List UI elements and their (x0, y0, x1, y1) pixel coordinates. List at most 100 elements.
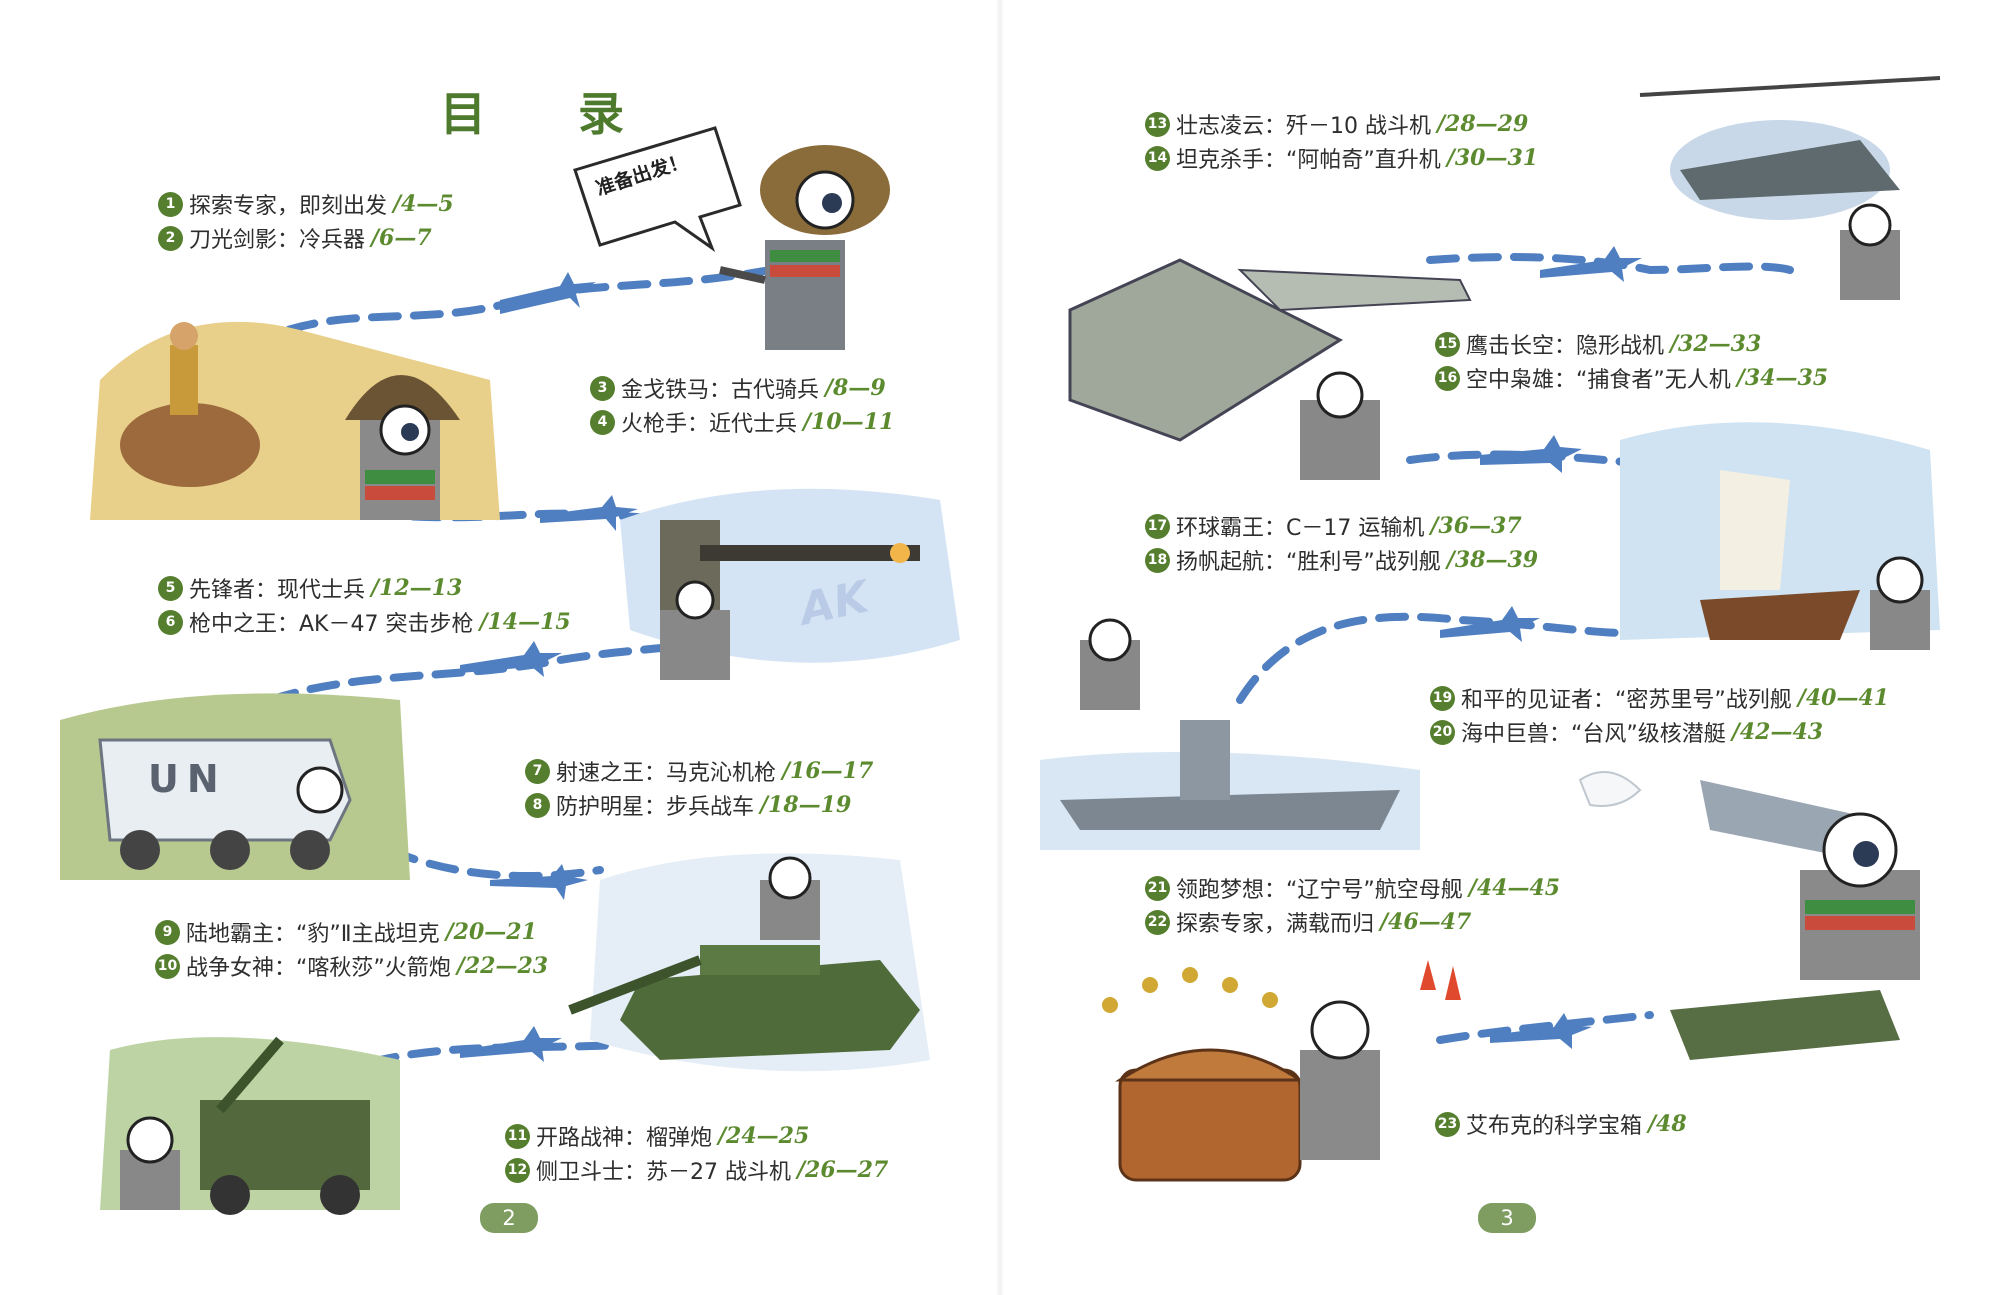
toc-entry-12[interactable]: 12 侧卫斗士：苏－27 战斗机 /26—27 (505, 1154, 888, 1186)
toc-entry-1[interactable]: 1 探索专家，即刻出发 /4—5 (158, 188, 454, 220)
entry-title: 和平的见证者：“密苏里号”战列舰 (1461, 688, 1792, 713)
entry-number-badge: 18 (1145, 547, 1170, 573)
toc-entry-16[interactable]: 16 空中枭雄：“捕食者”无人机 /34—35 (1435, 362, 1828, 394)
entry-number-badge: 9 (155, 919, 180, 945)
plane-icon-2 (540, 495, 638, 531)
entry-pages: /28—29 (1437, 111, 1529, 137)
entry-pages: /42—43 (1731, 719, 1824, 745)
ak47-scene (620, 488, 960, 680)
toc-entry-22[interactable]: 22 探索专家，满载而归 /46—47 (1145, 906, 1471, 938)
entry-pages: /16—17 (782, 758, 874, 784)
toc-entry-4[interactable]: 4 火枪手：近代士兵 /10—11 (590, 406, 894, 438)
plane-icon-7 (1480, 435, 1582, 473)
carrier-robot-scene (1670, 780, 1920, 1060)
entry-pages: /4—5 (393, 191, 454, 217)
path-dash-8 (1236, 612, 1684, 704)
toc-entry-21[interactable]: 21 领跑梦想：“辽宁号”航空母舰 /44—45 (1145, 872, 1560, 904)
toc-entry-20[interactable]: 20 海中巨兽：“台风”级核潜艇 /42—43 (1430, 716, 1823, 748)
entry-pages: /38—39 (1446, 547, 1539, 573)
toc-entry-10[interactable]: 10 战争女神：“喀秋莎”火箭炮 /22—23 (155, 950, 548, 982)
entry-title: 扬帆起航：“胜利号”战列舰 (1176, 550, 1441, 575)
entry-pages: /6—7 (371, 225, 432, 251)
entry-number-badge: 1 (158, 191, 183, 217)
entry-number-badge: 5 (158, 575, 183, 601)
entry-title: 侧卫斗士：苏－27 战斗机 (536, 1160, 791, 1185)
plane-icon-8 (1440, 606, 1540, 642)
entry-title: 火枪手：近代士兵 (621, 412, 798, 437)
toc-entry-17[interactable]: 17 环球霸王：C－17 运输机 /36—37 (1145, 510, 1522, 542)
entry-pages: /44—45 (1468, 875, 1561, 901)
entry-title: 开路战神：榴弹炮 (536, 1126, 713, 1151)
entry-number-badge: 2 (158, 225, 183, 251)
toc-entry-6[interactable]: 6 枪中之王：AK－47 突击步枪 /14—15 (158, 606, 571, 638)
entry-number-badge: 10 (155, 953, 180, 979)
entry-number-badge: 22 (1145, 909, 1170, 935)
entry-number-badge: 17 (1145, 513, 1170, 539)
howitzer-scene (100, 1036, 400, 1215)
entry-title: 防护明星：步兵战车 (556, 795, 755, 820)
robot-mongol (345, 375, 460, 520)
speech-bubble (573, 126, 742, 253)
entry-pages: /36—37 (1430, 513, 1522, 539)
entry-title: 探索专家，满载而归 (1176, 912, 1375, 937)
entry-number-badge: 13 (1145, 111, 1170, 137)
entry-pages: /26—27 (797, 1157, 889, 1183)
entry-title: 艾布克的科学宝箱 (1466, 1114, 1643, 1139)
sailing-ship-scene (1620, 422, 1940, 650)
entry-title: 陆地霸主：“豹”Ⅱ主战坦克 (186, 922, 440, 947)
toc-entry-15[interactable]: 15 鹰击长空：隐形战机 /32—33 (1435, 328, 1761, 360)
entry-number-badge: 23 (1435, 1111, 1460, 1137)
toc-entry-18[interactable]: 18 扬帆起航：“胜利号”战列舰 /38—39 (1145, 544, 1538, 576)
entry-title: 壮志凌云：歼－10 战斗机 (1176, 114, 1431, 139)
entry-title: 海中巨兽：“台风”级核潜艇 (1461, 722, 1726, 747)
tank-scene-left (568, 853, 930, 1072)
entry-pages: /32—33 (1670, 331, 1762, 357)
helicopter-scene (1639, 76, 1941, 300)
entry-number-badge: 20 (1430, 719, 1455, 745)
entry-number-badge: 14 (1145, 145, 1170, 171)
toc-entry-23[interactable]: 23 艾布克的科学宝箱 /48 (1435, 1108, 1687, 1140)
keys-icon (1102, 967, 1278, 1013)
entry-title: 空中枭雄：“捕食者”无人机 (1466, 368, 1731, 393)
toc-entry-3[interactable]: 3 金戈铁马：古代骑兵 /8—9 (590, 372, 886, 404)
toc-entry-9[interactable]: 9 陆地霸主：“豹”Ⅱ主战坦克 /20—21 (155, 916, 537, 948)
plane-icon-3 (460, 641, 562, 677)
entry-title: 鹰击长空：隐形战机 (1466, 334, 1665, 359)
toc-entry-7[interactable]: 7 射速之王：马克沁机枪 /16—17 (525, 755, 873, 787)
entry-title: 刀光剑影：冷兵器 (189, 228, 366, 253)
plane-icon-6 (1540, 246, 1642, 282)
entry-number-badge: 11 (505, 1123, 530, 1149)
page-title: 目 录 (440, 87, 663, 141)
entry-title: 战争女神：“喀秋莎”火箭炮 (186, 956, 451, 981)
toc-entry-8[interactable]: 8 防护明星：步兵战车 /18—19 (525, 789, 851, 821)
book-gutter (996, 0, 1004, 1295)
toc-entry-14[interactable]: 14 坦克杀手：“阿帕奇”直升机 /30—31 (1145, 142, 1538, 174)
path-dash-4 (386, 846, 604, 880)
entry-title: 射速之王：马克沁机枪 (556, 761, 777, 786)
entry-title: 枪中之王：AK－47 突击步枪 (189, 612, 474, 637)
un-vehicle-scene (60, 693, 410, 880)
entry-title: 金戈铁马：古代骑兵 (621, 378, 820, 403)
plane-icon-9 (1490, 1013, 1592, 1049)
entry-pages: /24—25 (718, 1123, 810, 1149)
path-dash-3 (266, 616, 804, 704)
entry-number-badge: 16 (1435, 365, 1460, 391)
toc-entry-2[interactable]: 2 刀光剑影：冷兵器 /6—7 (158, 222, 432, 254)
entry-number-badge: 12 (505, 1157, 530, 1183)
dove-icon (1578, 771, 1642, 807)
entry-pages: /48 (1648, 1111, 1687, 1137)
entry-pages: /10—11 (803, 409, 895, 435)
plane-icon-5 (460, 1026, 562, 1062)
entry-number-badge: 8 (525, 792, 550, 818)
plane-icon-4 (490, 864, 588, 900)
toc-entry-13[interactable]: 13 壮志凌云：歼－10 战斗机 /28—29 (1145, 108, 1528, 140)
entry-pages: /34—35 (1736, 365, 1829, 391)
entry-pages: /46—47 (1380, 909, 1472, 935)
toc-entry-5[interactable]: 5 先锋者：现代士兵 /12—13 (158, 572, 462, 604)
entry-pages: /22—23 (456, 953, 549, 979)
toc-entry-11[interactable]: 11 开路战神：榴弹炮 /24—25 (505, 1120, 809, 1152)
toc-entry-19[interactable]: 19 和平的见证者：“密苏里号”战列舰 /40—41 (1430, 682, 1889, 714)
entry-title: 探索专家，即刻出发 (189, 194, 388, 219)
un-vehicle-label: UN (148, 757, 227, 801)
